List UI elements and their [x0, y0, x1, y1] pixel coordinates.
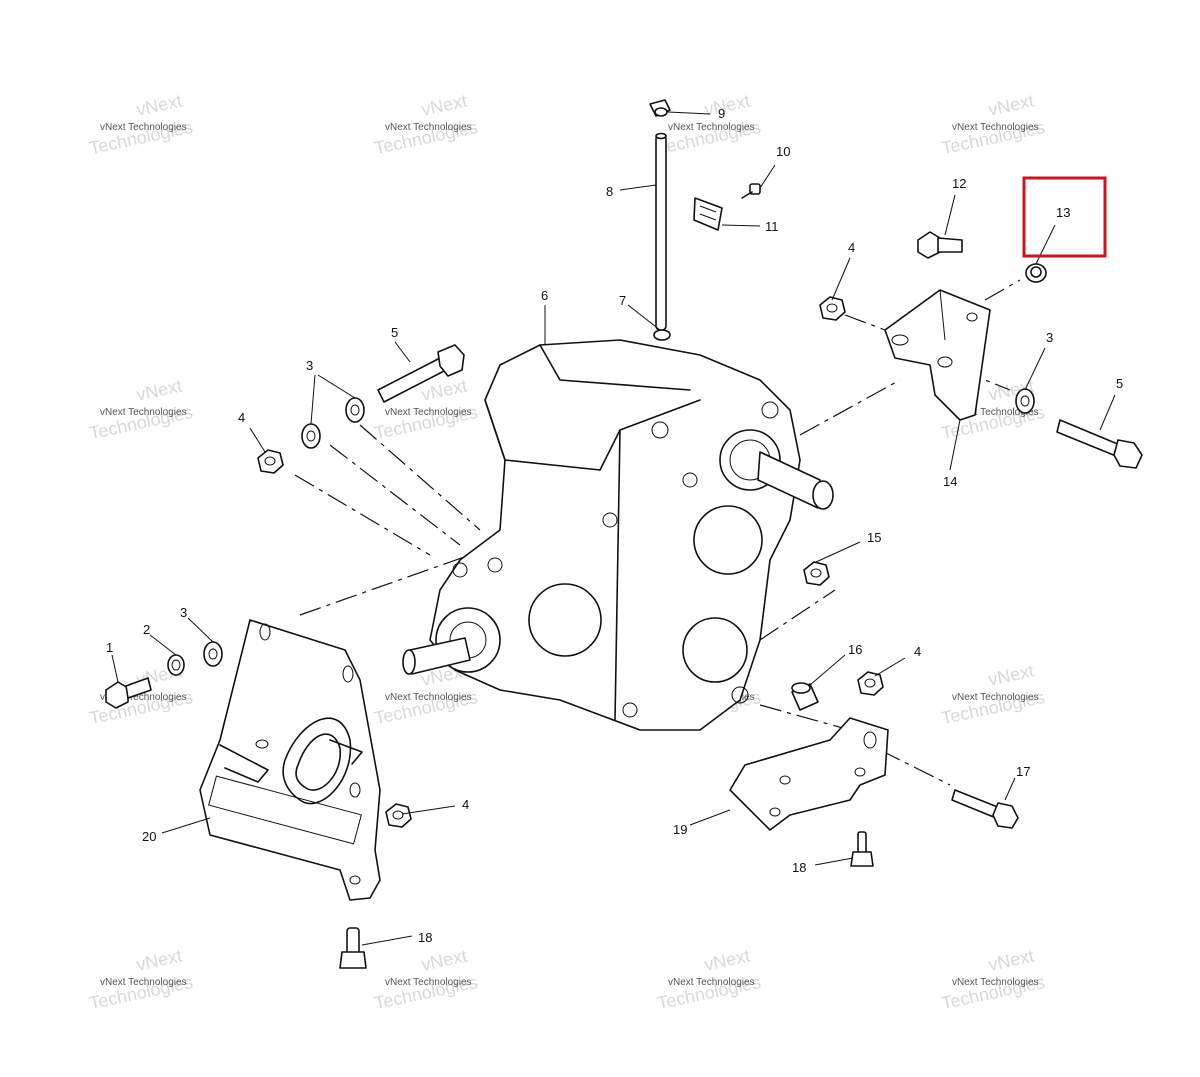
part-13-flange-nut	[1025, 263, 1047, 283]
part-7-clamp	[653, 329, 671, 341]
watermark-text: vNext Technologies	[385, 692, 472, 703]
part-4-nut-bottom	[385, 803, 412, 828]
callout-4-bottom: 4	[462, 797, 469, 812]
watermark-text: vNext Technologies	[385, 122, 472, 133]
callout-18-right: 18	[792, 860, 806, 875]
part-3-washers-left	[301, 397, 365, 449]
callout-11: 11	[765, 219, 779, 234]
callout-13: 13	[1056, 205, 1070, 220]
part-11-clip	[693, 197, 723, 231]
watermark-big-text: vNext	[135, 946, 184, 975]
callout-7: 7	[619, 293, 626, 308]
watermark-text: vNext Technologies	[100, 977, 187, 988]
part-8-vent-tube	[655, 132, 667, 331]
watermark-big-text: vNext	[703, 91, 752, 120]
callout-9: 9	[718, 106, 725, 121]
part-10-screw	[741, 183, 761, 199]
callout-4-lower-right: 4	[914, 644, 921, 659]
callout-labels: 9 8 7 10 11 12 13 4 3 5 14 6 5 3 4 15 16…	[106, 106, 1123, 945]
watermark-big-text: vNext	[135, 376, 184, 405]
watermark-text: vNext Technologies	[952, 692, 1039, 703]
part-2-lock-washer	[167, 654, 185, 676]
watermark-text: vNext Technologies	[952, 977, 1039, 988]
callout-15: 15	[867, 530, 881, 545]
callout-3-lower-left: 3	[180, 605, 187, 620]
watermark-text: vNext Technologies	[100, 692, 187, 703]
part-14-bracket	[884, 289, 991, 421]
callout-2: 2	[143, 622, 150, 637]
part-15-nut	[803, 561, 830, 586]
callout-6: 6	[541, 288, 548, 303]
assembly-lines	[294, 279, 1021, 786]
part-3-washer-right	[1015, 388, 1035, 414]
callout-10: 10	[776, 144, 790, 159]
watermark-text: vNext Technologies	[385, 407, 472, 418]
callout-19: 19	[673, 822, 687, 837]
part-18-bolt-bottom	[339, 927, 367, 969]
callout-8: 8	[606, 184, 613, 199]
watermark-text: vNext Technologies	[385, 977, 472, 988]
watermark-big-text: vNext	[987, 661, 1036, 690]
part-5-bolt-right	[1056, 419, 1143, 469]
part-4-nut-lower-right	[857, 671, 884, 696]
watermark-big-text: vNext	[135, 91, 184, 120]
part-19-bracket	[729, 717, 889, 831]
highlight-box-part-13	[1022, 176, 1107, 258]
watermark-big-text: vNext	[420, 946, 469, 975]
watermark-big-text: vNext	[987, 946, 1036, 975]
part-16-spacer	[791, 682, 819, 711]
part-3-washer-lower-left	[203, 641, 223, 667]
part-6-gearcase	[402, 339, 834, 731]
callout-17: 17	[1016, 764, 1030, 779]
watermark-text: vNext Technologies	[100, 407, 187, 418]
part-20-bracket	[199, 619, 381, 901]
part-18-bolt-right	[850, 831, 874, 867]
part-17-bolt	[951, 789, 1019, 829]
callout-4-upper: 4	[848, 240, 855, 255]
part-4-nut-left	[257, 449, 284, 474]
part-4-nut-upper	[819, 296, 846, 321]
watermark-text: vNext Technologies	[952, 407, 1039, 418]
watermark-text: vNext Technologies	[952, 122, 1039, 133]
callout-4-left: 4	[238, 410, 245, 425]
part-5-bolt-left	[377, 344, 465, 403]
watermark-text: vNext Technologies	[668, 977, 755, 988]
callout-12: 12	[952, 176, 966, 191]
part-9-wing-nut	[649, 99, 671, 117]
watermark-text: vNext Technologies	[668, 122, 755, 133]
watermark-big-text: vNext	[987, 91, 1036, 120]
callout-20: 20	[142, 829, 156, 844]
watermark-big-text: vNext	[703, 946, 752, 975]
callout-1: 1	[106, 640, 113, 655]
callout-3-left: 3	[306, 358, 313, 373]
watermark-text: vNext Technologies	[100, 122, 187, 133]
callout-14: 14	[943, 474, 957, 489]
watermark-big-text: vNext	[420, 91, 469, 120]
callout-16: 16	[848, 642, 862, 657]
leader-lines	[111, 111, 1116, 946]
callout-3-right: 3	[1046, 330, 1053, 345]
callout-5-left: 5	[391, 325, 398, 340]
callout-5-right: 5	[1116, 376, 1123, 391]
part-12-bolt	[917, 231, 963, 259]
callout-18-bottom: 18	[418, 930, 432, 945]
